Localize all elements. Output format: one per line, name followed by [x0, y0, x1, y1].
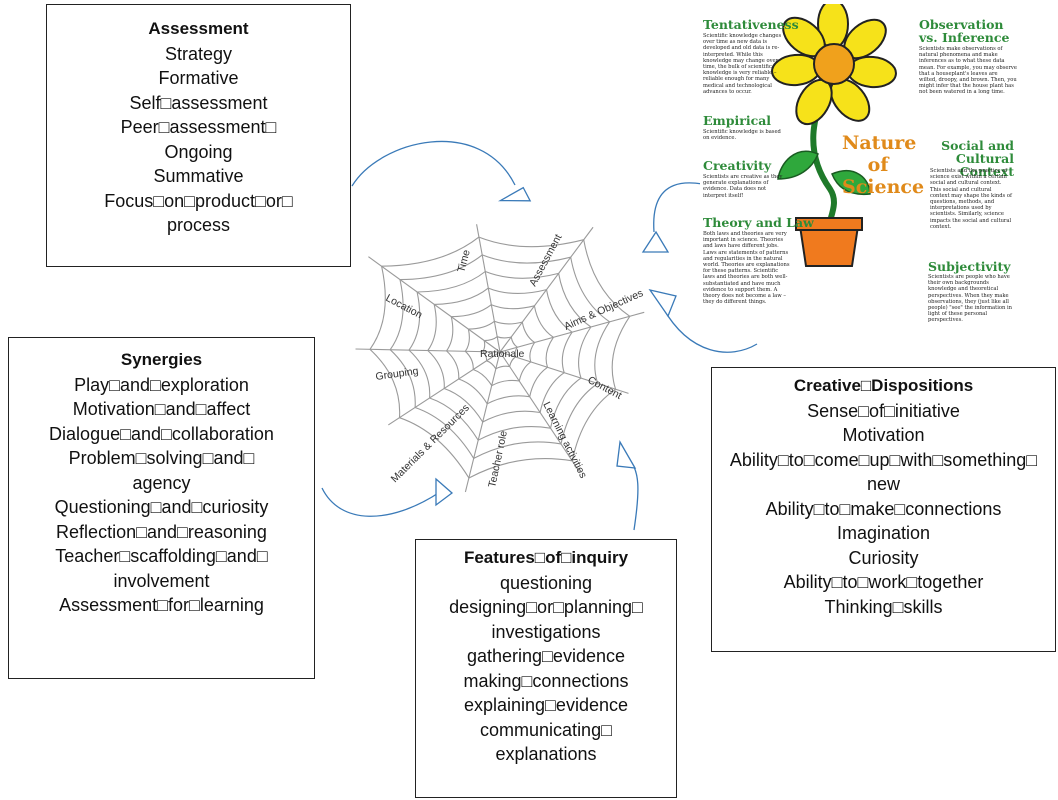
synergies-title: Synergies	[120, 350, 203, 369]
inquiry-line: making□connections	[463, 670, 629, 691]
synergies-line: Questioning□and□curiosity	[54, 497, 269, 517]
subjectivity-text: Scientists are people who have their own…	[928, 274, 1012, 324]
web-label-teacher-role: Teacher role	[486, 429, 510, 488]
arrow-creative-to-web	[648, 288, 758, 353]
web-label-grouping: Grouping	[375, 365, 420, 383]
observation-title: Observation vs. Inference	[919, 17, 1010, 45]
inquiry-title: Features□of□inquiry	[463, 548, 629, 567]
creativity-text: Scientists are creative as they generate…	[703, 174, 783, 199]
nos-word: Nature	[842, 132, 917, 154]
web-ring	[427, 287, 573, 423]
creative-title: Creative□Dispositions	[793, 376, 974, 395]
assessment-line: Summative	[153, 166, 244, 186]
creative-dispositions-box: Creative□Dispositions Sense□of□initiativ…	[711, 367, 1056, 652]
assessment-line: Formative	[158, 68, 239, 88]
creative-line: Curiosity	[848, 547, 919, 568]
subjectivity-title: Subjectivity	[928, 259, 1011, 274]
inquiry-line: designing□or□planning□	[449, 597, 643, 617]
inquiry-line: investigations	[491, 621, 601, 642]
creative-line: Sense□of□initiative	[807, 400, 960, 421]
assessment-line: Self□assessment	[129, 92, 268, 113]
web-ring	[408, 270, 592, 441]
flower-illustration	[771, 4, 897, 267]
synergies-box: Synergies Play□and□exploration Motivatio…	[8, 337, 315, 679]
observation-text: Scientists make observations of natural …	[919, 46, 1017, 96]
synergies-line: Reflection□and□reasoning	[56, 521, 267, 542]
assessment-line: Ongoing	[164, 141, 233, 162]
empirical-title: Empirical	[703, 113, 772, 128]
web-ring	[389, 254, 611, 460]
creative-line: Ability□to□work□together	[783, 572, 984, 592]
web-ring	[481, 336, 519, 370]
inquiry-line: questioning	[499, 572, 593, 593]
creative-line: Motivation	[842, 425, 925, 445]
assessment-box: Assessment Strategy Formative Self□asses…	[46, 4, 351, 267]
inquiry-line: gathering□evidence	[467, 646, 625, 666]
nos-word: of	[867, 154, 889, 176]
arrow-inquiry-to-web	[616, 439, 639, 531]
creative-line: Imagination	[836, 523, 931, 543]
synergies-line: Motivation□and□affect	[72, 399, 251, 419]
web-labels: Time Assessment Aims & Objectives Conten…	[375, 232, 645, 488]
inquiry-line: explanations	[495, 744, 597, 764]
web-ring	[369, 236, 631, 479]
assessment-title: Assessment	[148, 19, 249, 38]
assessment-line: Peer□assessment□	[120, 117, 277, 137]
features-of-inquiry-box: Features□of□inquiry questioning designin…	[415, 539, 677, 798]
assessment-line: process	[166, 215, 231, 235]
synergies-line: involvement	[113, 570, 210, 591]
web-ring	[464, 320, 536, 387]
creativity-title: Creativity	[703, 158, 772, 173]
synergies-line: agency	[132, 472, 191, 493]
creative-line: Ability□to□make□connections	[765, 498, 1002, 519]
social-cultural-title: Social and Cultural Context	[941, 138, 1014, 179]
synergies-line: Dialogue□and□collaboration	[49, 423, 274, 444]
web-label-learning-activities: Learning activities	[540, 400, 589, 480]
inquiry-line: explaining□evidence	[464, 695, 628, 715]
arrow-assessment-to-web	[351, 140, 532, 202]
assessment-line: Focus□on□product□or□	[104, 190, 293, 211]
synergies-line: Assessment□for□learning	[59, 595, 264, 615]
social-cultural-text: Scientists and the practice of science e…	[930, 168, 1012, 230]
web-strands	[355, 224, 645, 493]
tentativeness-title: Tentativeness	[703, 17, 799, 32]
nature-of-science-title: Nature of Science	[842, 132, 925, 198]
theory-law-text: Both laws and theories are very importan…	[703, 231, 790, 306]
arrow-synergies-to-web	[321, 477, 454, 517]
web-ring	[445, 304, 555, 405]
assessment-line: Strategy	[164, 43, 233, 64]
theory-law-title: Theory and Law	[703, 215, 814, 230]
inquiry-line: communicating□	[480, 719, 612, 740]
web-label-aims-objectives: Aims & Objectives	[562, 287, 645, 333]
web-label-time: Time	[455, 248, 473, 273]
empirical-text: Scientific knowledge is based on evidenc…	[703, 129, 781, 142]
nature-of-science-poster: Nature of Science Tentativeness Scientif…	[700, 4, 1020, 329]
synergies-line: Play□and□exploration	[74, 374, 249, 395]
creative-line: Ability□to□come□up□with□something□	[729, 449, 1038, 470]
synergies-line: Teacher□scaffolding□and□	[55, 546, 268, 566]
creative-line: Thinking□skills	[824, 596, 943, 617]
synergies-line: Problem□solving□and□	[68, 448, 255, 468]
creative-line: new	[866, 474, 901, 494]
tentativeness-text: Scientific knowledge changes over time a…	[703, 33, 782, 95]
web-label-rationale: Rationale	[480, 348, 525, 360]
nos-word: Science	[842, 176, 925, 198]
